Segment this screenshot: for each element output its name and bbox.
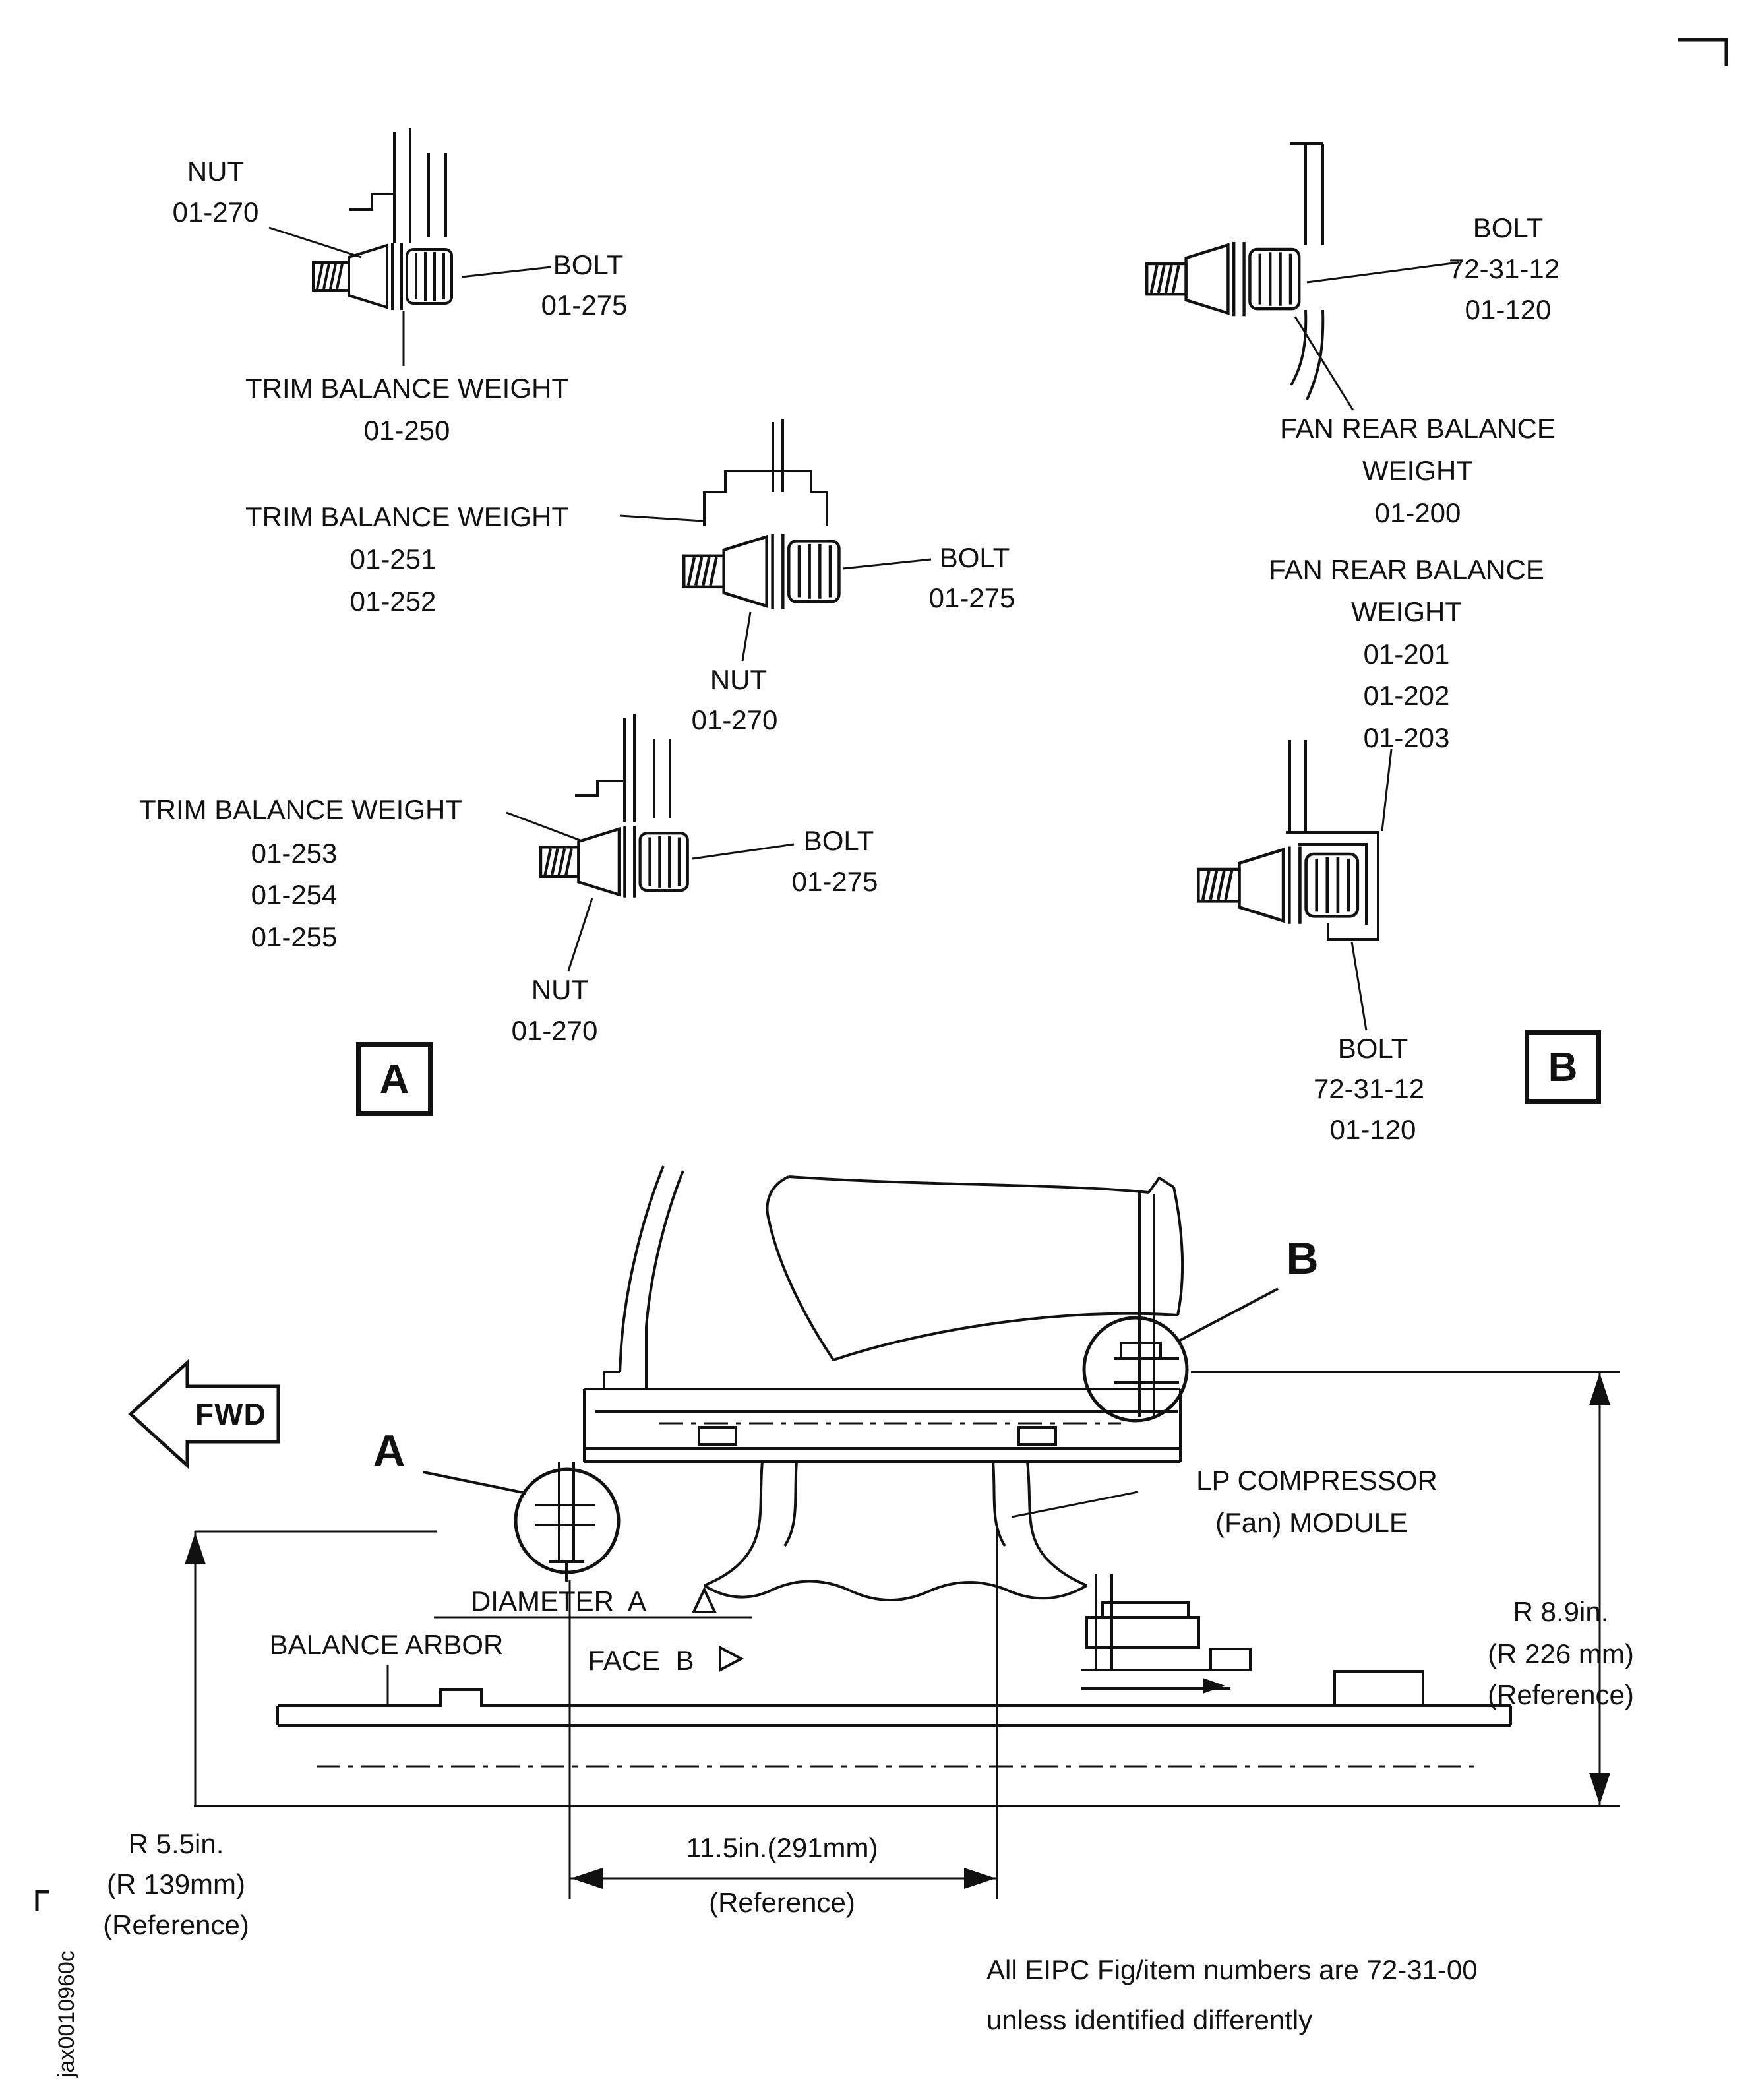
detail-box-b: B — [1525, 1030, 1601, 1104]
label-a2-nut-no: 01-270 — [691, 704, 778, 735]
label-b1-weight-1: FAN REAR BALANCE — [1280, 413, 1556, 444]
label-a3-bolt-no: 01-275 — [791, 866, 878, 897]
module-label-1: LP COMPRESSOR — [1196, 1465, 1438, 1496]
main-drawing — [128, 1165, 1620, 1899]
delta-symbol-icon — [691, 1586, 717, 1613]
detail-b-artwork — [1147, 142, 1459, 1031]
dim-horizontal-reference: (Reference) — [709, 1887, 855, 1918]
label-b2-weight-no3: 01-203 — [1363, 722, 1450, 753]
label-a3-bolt: BOLT — [803, 825, 874, 856]
label-b1-bolt: BOLT — [1472, 212, 1544, 243]
balance-arbor-label: BALANCE ARBOR — [269, 1629, 504, 1660]
page-corner-marks — [35, 38, 1728, 1911]
bolt-assembly-b1 — [1147, 242, 1299, 316]
callout-b-label: B — [1286, 1233, 1319, 1283]
dim-left-value: R 5.5in. — [128, 1828, 224, 1859]
dim-horizontal-value: 11.5in.(291mm) — [686, 1832, 878, 1863]
eipc-note-line-1: All EIPC Fig/item numbers are 72-31-00 — [986, 1954, 1478, 1985]
callout-circle-b — [1082, 1316, 1189, 1423]
label-a1-nut: NUT — [187, 156, 245, 187]
label-b2-bolt: BOLT — [1337, 1033, 1408, 1064]
label-a3-weight-no3: 01-255 — [251, 921, 338, 952]
label-a3-nut-no: 01-270 — [511, 1015, 598, 1046]
detail-box-a: A — [356, 1042, 433, 1116]
callout-circle-a — [514, 1467, 621, 1574]
module-label-2: (Fan) MODULE — [1215, 1507, 1408, 1538]
diameter-a-label: DIAMETER A — [470, 1586, 647, 1617]
label-a1-weight-no: 01-250 — [363, 415, 450, 446]
face-flag-icon — [719, 1645, 744, 1673]
dim-right-value: R 8.9in. — [1513, 1596, 1609, 1627]
label-b1-bolt-no: 01-120 — [1465, 294, 1552, 325]
label-a2-weight-no1: 01-251 — [349, 543, 437, 574]
label-a3-weight: TRIM BALANCE WEIGHT — [138, 794, 463, 825]
detail-box-a-letter: A — [379, 1056, 409, 1102]
detail-box-b-letter: B — [1548, 1044, 1578, 1090]
dim-right-reference: (Reference) — [1488, 1679, 1634, 1710]
label-a3-nut: NUT — [531, 974, 589, 1005]
label-a1-bolt-no: 01-275 — [541, 290, 628, 321]
dim-left-reference: (Reference) — [103, 1909, 249, 1940]
label-a1-bolt: BOLT — [553, 249, 624, 280]
label-a2-bolt-no: 01-275 — [928, 582, 1015, 613]
dim-left-metric: (R 139mm) — [106, 1868, 246, 1899]
label-a2-weight: TRIM BALANCE WEIGHT — [245, 501, 569, 532]
label-a1-nut-no: 01-270 — [172, 197, 259, 228]
fwd-arrow-icon — [128, 1359, 280, 1469]
figure-code: jax0010960c — [54, 1950, 79, 2078]
dimension-left — [185, 1530, 437, 1806]
fwd-label: FWD — [195, 1397, 266, 1431]
bolt-assembly-a1 — [312, 241, 453, 311]
label-b2-weight-no2: 01-202 — [1363, 680, 1450, 711]
label-a2-weight-no2: 01-252 — [349, 586, 437, 617]
detail-a-artwork — [268, 128, 932, 972]
small-arrow-icon — [1203, 1678, 1225, 1694]
label-b2-bolt-ref: 72-31-12 — [1313, 1073, 1425, 1104]
label-b1-bolt-ref: 72-31-12 — [1448, 253, 1560, 284]
callout-a-label: A — [373, 1426, 406, 1476]
dim-right-metric: (R 226 mm) — [1488, 1638, 1634, 1669]
label-b2-weight-2: WEIGHT — [1351, 596, 1462, 627]
label-a3-weight-no2: 01-254 — [251, 879, 338, 910]
label-b2-weight-1: FAN REAR BALANCE — [1269, 554, 1544, 585]
label-b1-weight-no: 01-200 — [1374, 497, 1461, 528]
label-b1-weight-2: WEIGHT — [1362, 455, 1473, 486]
bolt-assembly-b2 — [1198, 847, 1358, 924]
label-b2-bolt-no: 01-120 — [1329, 1114, 1416, 1145]
label-a3-weight-no1: 01-253 — [251, 838, 338, 869]
eipc-note-line-2: unless identified differently — [986, 2004, 1313, 2035]
label-a2-bolt: BOLT — [939, 542, 1010, 573]
label-b2-weight-no1: 01-201 — [1363, 638, 1450, 669]
dimension-horizontal — [568, 1524, 998, 1899]
bolt-assembly-a2 — [684, 534, 839, 609]
label-a2-nut: NUT — [710, 664, 768, 695]
label-a1-weight: TRIM BALANCE WEIGHT — [245, 373, 569, 404]
dimension-right — [1191, 1371, 1620, 1806]
bolt-assembly-a3 — [541, 826, 688, 898]
face-b-label: FACE B — [588, 1645, 694, 1676]
